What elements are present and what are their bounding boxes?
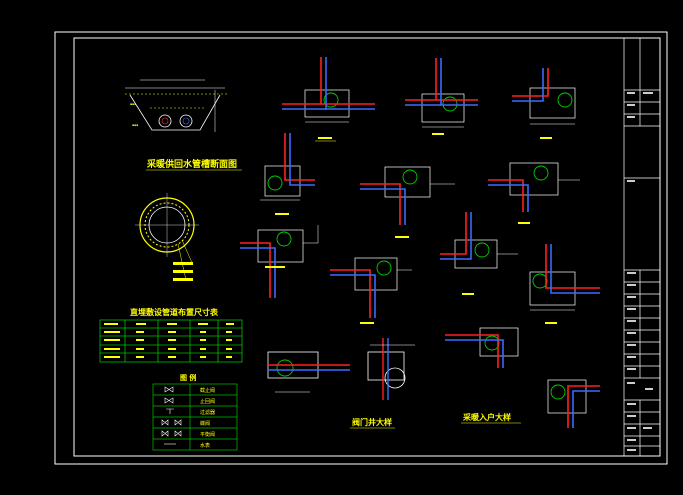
- trench-title: 采暖供回水管槽断面图: [146, 158, 237, 170]
- legend-label-6: 水表: [200, 442, 210, 449]
- legend-label-2: 止回阀: [200, 398, 215, 405]
- legend-label-3: 过滤器: [200, 409, 215, 416]
- filter-icon: [166, 408, 174, 414]
- check-valve-icon: [164, 397, 174, 404]
- entry-detail-5: [360, 166, 455, 238]
- pipe-cross-section: [135, 193, 199, 281]
- entry-detail-6: [488, 162, 580, 224]
- trench-section: ▪▪▪ ▪▪▪ 采暖供回水管槽断面图: [125, 79, 242, 171]
- svg-text:▪▪▪: ▪▪▪: [132, 123, 138, 127]
- entry-detail-8: [330, 257, 412, 324]
- entry-detail-4: [260, 133, 315, 215]
- valve-icon: [164, 386, 174, 393]
- entry-detail-7: [240, 225, 319, 298]
- svg-text:▪▪▪: ▪▪▪: [130, 102, 136, 106]
- entry-detail-11: [445, 327, 519, 368]
- butterfly-valve-icon: [161, 419, 182, 426]
- legend-icons: [161, 386, 182, 445]
- entry-detail-12: [547, 379, 600, 428]
- entry-detail-1: [282, 57, 375, 142]
- outer-border: [54, 31, 668, 465]
- entry-detail-2: [405, 58, 478, 135]
- legend-label-1: 截止阀: [200, 387, 215, 394]
- valve-well-detail: 阀门井大样: [267, 338, 415, 429]
- legend-title: 图 例: [180, 373, 196, 382]
- valve-well-title: 阀门井大样: [352, 417, 392, 427]
- balance-valve-icon: [161, 430, 182, 437]
- entry-detail-9: [440, 212, 518, 295]
- legend-label-5: 平衡阀: [200, 431, 215, 438]
- entry-detail-3: [512, 68, 576, 139]
- legend: 图 例 截止阀 止回阀 过滤器 蝶阀 平衡阀 水表: [152, 373, 238, 451]
- legend-label-4: 蝶阀: [200, 420, 210, 427]
- title-block: [623, 37, 661, 457]
- pipe-table-title: 直埋敷设管道布置尺寸表: [130, 307, 219, 317]
- entry-detail-10: [529, 244, 600, 324]
- title-block-fills: [627, 92, 653, 451]
- pipe-table: 直埋敷设管道布置尺寸表: [99, 307, 243, 363]
- entry-detail-title: 采暖入户大样: [462, 412, 511, 422]
